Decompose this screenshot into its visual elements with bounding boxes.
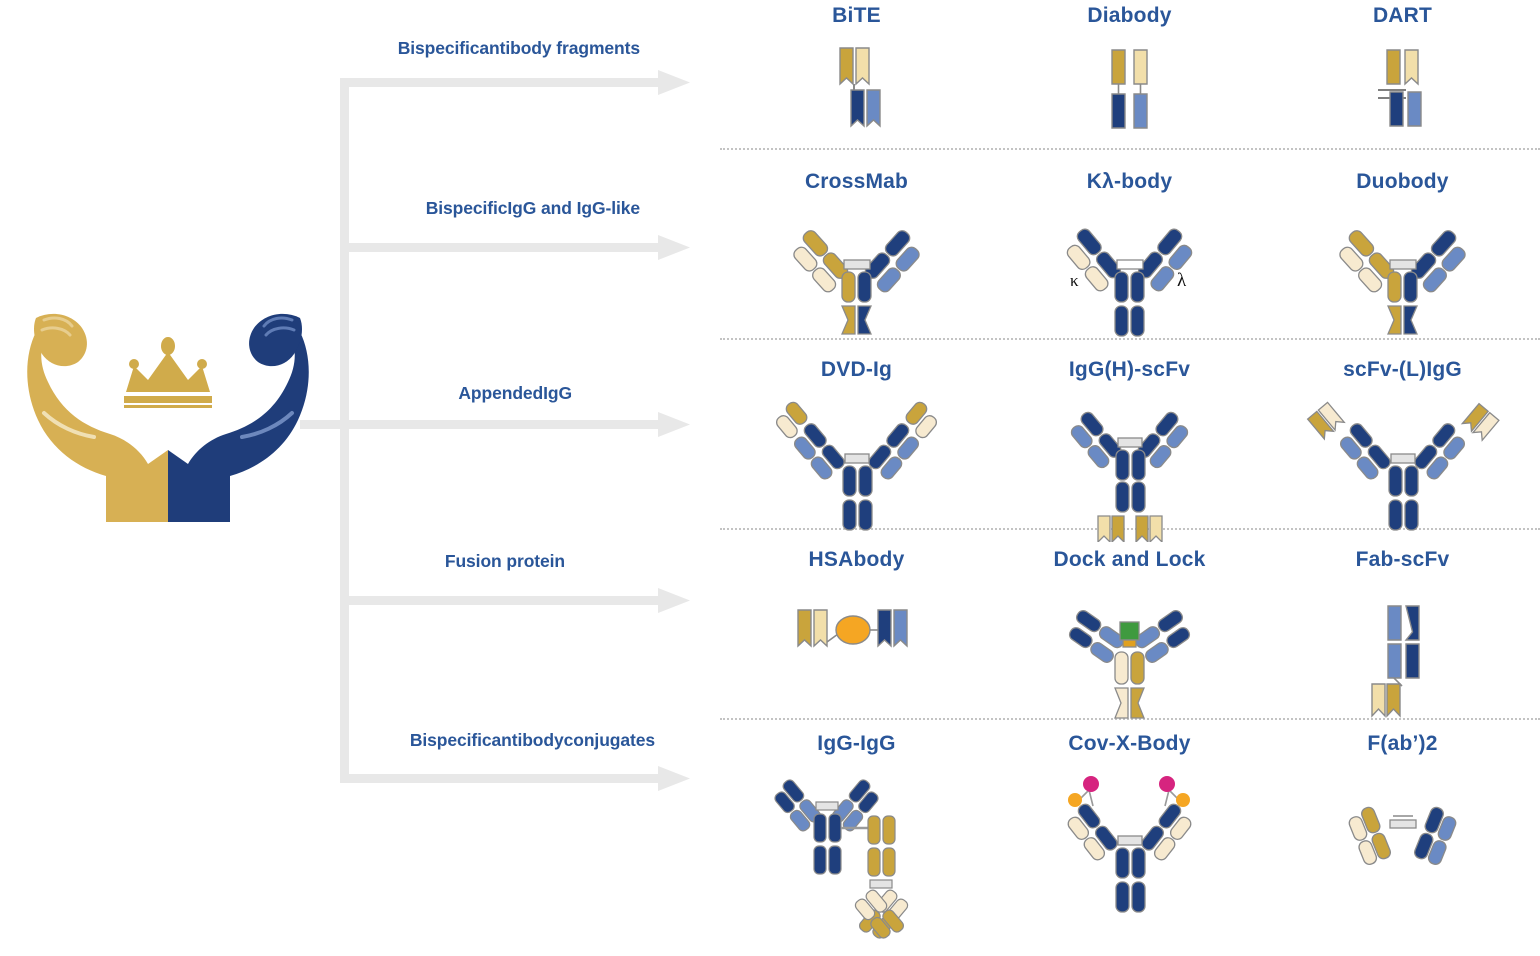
- format-title: Kλ-body: [1086, 170, 1173, 193]
- payload-orange: [1176, 793, 1190, 807]
- category-label-1: BispecificIgG and IgG-like: [425, 198, 640, 218]
- row-divider-3: [720, 528, 1540, 531]
- format-cell-dart: DART: [1266, 4, 1539, 148]
- figure-klbody: κ λ: [1066, 228, 1193, 337]
- figure-hsabody: [797, 609, 908, 648]
- lambda-annotation: λ: [1177, 270, 1187, 291]
- left-arm-gold: [27, 313, 148, 522]
- figure-bite: [839, 47, 881, 128]
- format-title: HSAbody: [808, 548, 905, 571]
- format-cell-scfvligg: scFv-(L)IgG: [1266, 358, 1539, 537]
- crown-icon: [124, 337, 212, 408]
- format-cell-klbody: Kλ-body: [993, 170, 1266, 344]
- format-cell-crossmab: CrossMab: [720, 170, 993, 344]
- format-title: Duobody: [1356, 170, 1449, 193]
- figure-iggigg: [774, 779, 909, 939]
- row-divider-4: [720, 718, 1540, 721]
- figure-dvdig: [775, 401, 938, 531]
- figure-fab2: [1348, 806, 1457, 865]
- figure-covxbody: [1067, 776, 1192, 913]
- figure-igghscfv: [1070, 411, 1189, 542]
- category-branch-tree: Bispecificantibody fragments BispecificI…: [290, 0, 720, 950]
- flexed-arms-with-crown-logo: [18, 300, 318, 550]
- figure-diabody: [1111, 49, 1148, 129]
- category-label-2: AppendedIgG: [458, 383, 572, 403]
- format-title: Dock and Lock: [1053, 548, 1206, 571]
- lock-domain: [1122, 639, 1137, 648]
- category-label-0: Bispecificantibody fragments: [397, 38, 640, 58]
- kappa-annotation: κ: [1070, 271, 1079, 290]
- figure-docklock: [1068, 610, 1191, 719]
- hsa-core: [835, 615, 871, 645]
- format-cell-dvdig: DVD-Ig: [720, 358, 993, 537]
- format-cell-diabody: Diabody: [993, 4, 1266, 148]
- format-cell-covxbody: Cov-X-Body: [993, 732, 1266, 946]
- figure-scfvligg: [1306, 401, 1500, 531]
- format-title: DVD-Ig: [820, 358, 893, 381]
- format-title: IgG-IgG: [817, 732, 896, 755]
- format-title: CrossMab: [804, 170, 909, 193]
- format-cell-fabscfv: Fab-scFv: [1266, 548, 1539, 722]
- row-divider-2: [720, 338, 1540, 341]
- category-label-4: Bispecificantibodyconjugates: [409, 730, 655, 750]
- format-title: BiTE: [832, 4, 881, 27]
- format-cell-iggigg: IgG-IgG: [720, 732, 993, 956]
- format-cell-fab2: F(ab’)2: [1266, 732, 1539, 906]
- category-label-3: Fusion protein: [444, 551, 565, 571]
- format-cell-igghscfv: IgG(H)-scFv: [993, 358, 1266, 542]
- figure-dart: [1378, 49, 1422, 127]
- format-cell-hsabody: HSAbody: [720, 548, 993, 712]
- format-cell-docklock: Dock and Lock: [993, 548, 1266, 722]
- format-title: Fab-scFv: [1355, 548, 1450, 571]
- format-title: F(ab’)2: [1367, 732, 1438, 755]
- format-cell-duobody: Duobody: [1266, 170, 1539, 344]
- figure-fabscfv: [1371, 605, 1420, 718]
- format-title: scFv-(L)IgG: [1343, 358, 1462, 381]
- format-title: Diabody: [1087, 4, 1172, 27]
- format-title: Cov-X-Body: [1068, 732, 1191, 755]
- antibody-format-grid: BiTE Diabody: [720, 0, 1540, 950]
- figure-crossmab: [793, 230, 920, 335]
- payload-orange: [1068, 793, 1082, 807]
- format-cell-bite: BiTE: [720, 4, 993, 148]
- payload-magenta: [1159, 776, 1175, 792]
- payload-magenta: [1083, 776, 1099, 792]
- right-arm-blue: [188, 313, 309, 522]
- row-divider-1: [720, 148, 1540, 151]
- figure-duobody: [1339, 230, 1466, 335]
- dock-domain: [1119, 621, 1140, 641]
- format-title: DART: [1372, 4, 1433, 27]
- format-title: IgG(H)-scFv: [1068, 358, 1191, 381]
